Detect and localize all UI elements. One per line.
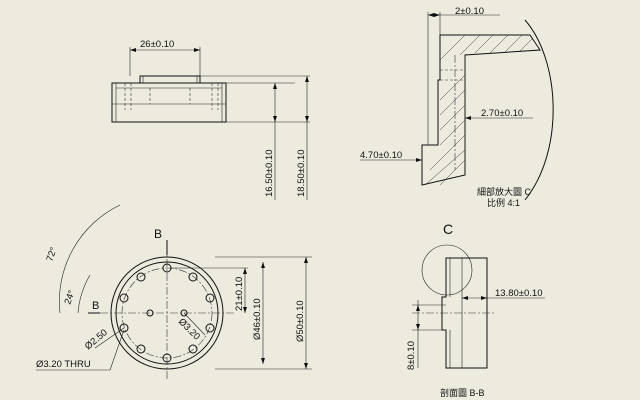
detail-marker-c: C xyxy=(443,221,453,237)
angle-72: 72° xyxy=(44,246,59,263)
detail-profile xyxy=(421,34,541,186)
dim-detail-step: 2.70±0.10 xyxy=(481,108,523,119)
section-view-bb: C 13.80±0.10 8±0.10 剖面圖 B-B xyxy=(406,221,545,398)
section-marker-top: B xyxy=(154,227,162,241)
dim-hole-pcd: Ø3.20 xyxy=(176,316,202,342)
dim-detail-top: 2±0.10 xyxy=(455,6,484,17)
front-view: 26±0.10 16.50±0.10 18.50±0.10 xyxy=(111,39,310,200)
detail-circle xyxy=(421,244,473,296)
detail-title: 細部放大圖 C xyxy=(477,186,532,197)
dim-diameter-inner: Ø46±0.10 xyxy=(252,298,263,340)
dim-detail-lower: 4.70±0.10 xyxy=(360,150,402,161)
dim-height-outer: 18.50±0.10 xyxy=(296,150,307,197)
detail-scale: 比例 4:1 xyxy=(487,197,520,208)
dim-hole-small: Ø2.50 xyxy=(83,327,110,352)
dim-top-width: 26±0.10 xyxy=(140,39,174,50)
detail-view-c: 2±0.10 2.70±0.10 4.70±0.10 細部放大圖 C 比例 4:… xyxy=(360,6,554,208)
dim-section-width: 13.80±0.10 xyxy=(495,288,542,299)
dim-height-inner: 16.50±0.10 xyxy=(264,150,275,197)
front-view-body xyxy=(111,82,227,123)
section-title: 剖面圖 B-B xyxy=(440,387,485,398)
plan-holes xyxy=(119,263,215,363)
detail-break-curve xyxy=(524,19,554,201)
dim-radius: 21±0.10 xyxy=(234,277,245,311)
angle-24: 24° xyxy=(62,289,77,306)
dim-section-height: 8±0.10 xyxy=(406,341,417,370)
dim-thru: Ø3.20 THRU xyxy=(36,359,91,370)
angle-arc xyxy=(59,204,121,314)
front-view-boss xyxy=(139,75,201,84)
dim-diameter-outer: Ø50±0.10 xyxy=(295,300,306,342)
plan-view: B B 72° 24° Ø2.50 Ø3.20 Ø3.20 THRU 21±0.… xyxy=(36,204,312,380)
section-marker-left: B xyxy=(92,300,99,312)
